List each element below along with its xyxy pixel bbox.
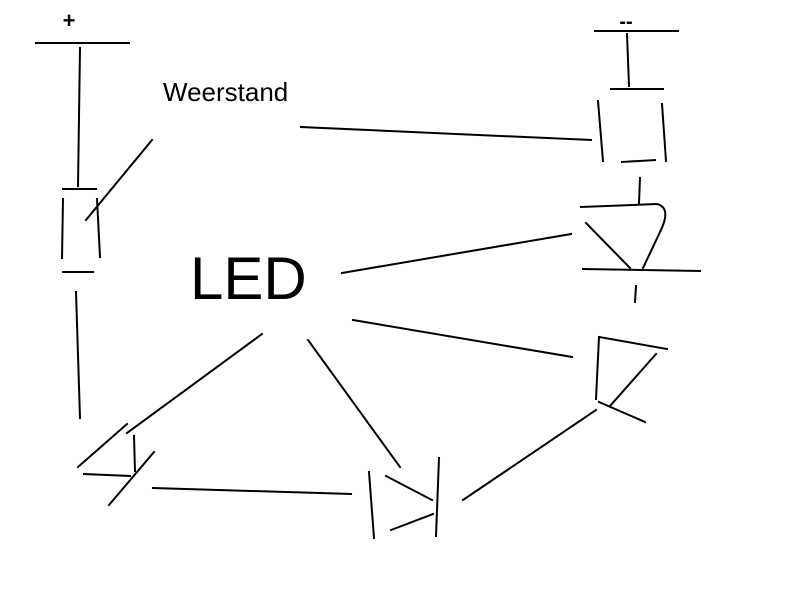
right-resistor: [596, 32, 668, 164]
minus-terminal-label: --: [619, 11, 632, 33]
annotation-pointers: [84, 125, 593, 469]
left-resistor: [60, 46, 102, 273]
plus-terminal-label: +: [63, 8, 76, 33]
pointer-led-bottom-left: [125, 332, 264, 435]
pointer-led-middle-right: [351, 318, 574, 359]
led-label: LED: [190, 245, 307, 312]
pointer-resistor-right: [299, 125, 593, 142]
wire-left-vertical: [74, 290, 82, 420]
pointer-led-top-right: [340, 232, 573, 275]
resistor-label: Weerstand: [163, 77, 288, 107]
led-symbol-bottom-left: [76, 422, 156, 507]
led-symbol-bottom-center: [367, 456, 441, 540]
pointer-led-bottom-center: [306, 338, 402, 469]
pointer-resistor-left: [84, 138, 154, 222]
led-symbol-middle-right: [594, 335, 669, 424]
wire-bottom-right: [461, 408, 598, 502]
wires: [74, 290, 598, 502]
wire-bottom: [151, 486, 353, 496]
led-symbol-top-right: [579, 176, 702, 304]
